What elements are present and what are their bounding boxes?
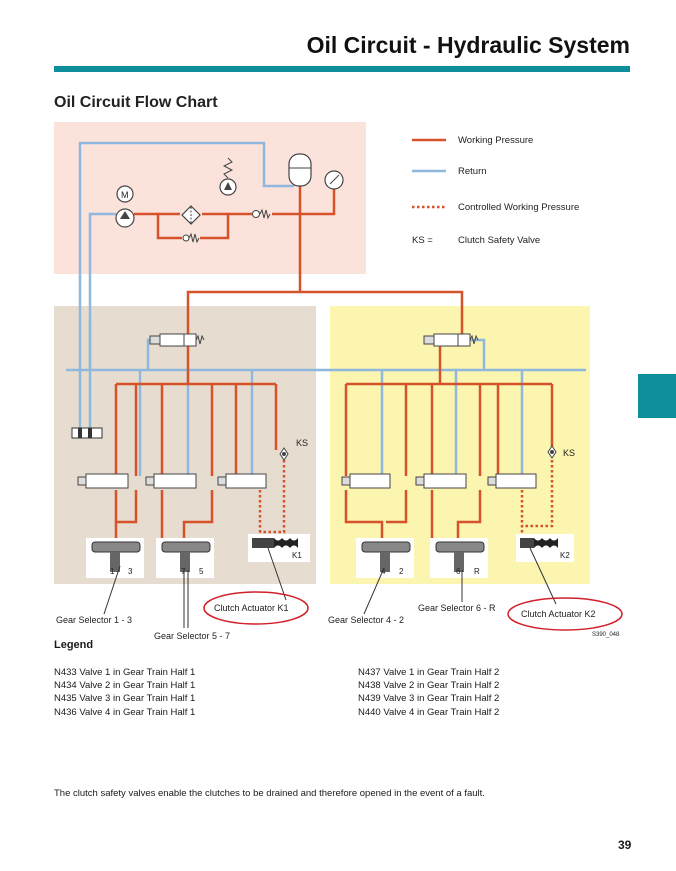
gear-valve-n433-icon xyxy=(77,473,129,489)
callout-gear-selector-6-r: Gear Selector 6 - R xyxy=(418,603,496,613)
legend-heading: Legend xyxy=(54,639,94,651)
pressure-relief-valve-icon xyxy=(219,157,237,196)
legend-item: N436 Valve 4 in Gear Train Half 1 xyxy=(54,706,196,718)
ks-label-2: KS xyxy=(563,448,575,458)
legend-left-column: N433 Valve 1 in Gear Train Half 1 N434 V… xyxy=(54,666,195,719)
clutch-actuator-k1-icon xyxy=(248,534,310,562)
pump-icon xyxy=(115,208,135,228)
highlight-circle-k1 xyxy=(203,591,309,625)
gear-actuator-5-7-icon xyxy=(156,538,214,578)
filter-icon xyxy=(181,205,201,225)
motor-label: M xyxy=(121,190,129,200)
key-symbols xyxy=(412,138,446,173)
legend-item: N439 Valve 3 in Gear Train Half 2 xyxy=(358,693,500,705)
pressure-valve-half-1-icon xyxy=(149,333,205,347)
callout-gear-selector-4-2: Gear Selector 4 - 2 xyxy=(328,615,404,625)
legend-item: N433 Valve 1 in Gear Train Half 1 xyxy=(54,667,196,678)
gear-3-label: 3 xyxy=(128,567,133,576)
legend-item: N435 Valve 3 in Gear Train Half 1 xyxy=(54,693,196,705)
callout-clutch-actuator-k2: Clutch Actuator K2 xyxy=(521,609,596,619)
highlight-circle-k2 xyxy=(507,597,623,631)
title-rule xyxy=(54,66,630,72)
page-title: Oil Circuit - Hydraulic System xyxy=(306,32,630,58)
key-ks-abbr: KS = xyxy=(412,235,433,246)
section-subtitle: Oil Circuit Flow Chart xyxy=(54,94,218,111)
pressure-valve-half-2-icon xyxy=(423,333,479,347)
figure-id: S390_048 xyxy=(592,632,620,638)
legend-item: N438 Valve 2 in Gear Train Half 2 xyxy=(358,680,500,692)
pressure-gauge-icon xyxy=(324,170,344,190)
clutch-safety-valve-1-icon xyxy=(279,447,289,461)
supply-panel xyxy=(54,122,366,274)
k1-label: K1 xyxy=(292,551,302,560)
working-pressure-lines xyxy=(114,186,554,540)
key-return: Return xyxy=(458,166,487,177)
gear-actuator-4-2-icon xyxy=(356,538,414,578)
legend-item: N434 Valve 2 in Gear Train Half 1 xyxy=(54,680,196,692)
gear-valve-n434-icon xyxy=(145,473,197,489)
gear-actuator-6-r-icon xyxy=(430,538,488,578)
callout-clutch-actuator-k1: Clutch Actuator K1 xyxy=(214,603,289,613)
gear-valve-n435-icon xyxy=(217,473,267,489)
motor-icon xyxy=(116,185,134,203)
legend-right-column: N437 Valve 1 in Gear Train Half 2 N438 V… xyxy=(358,666,499,719)
clutch-safety-valve-2-icon xyxy=(547,445,557,459)
page-number: 39 xyxy=(618,838,632,852)
callout-gear-selector-5-7: Gear Selector 5 - 7 xyxy=(154,631,230,641)
gear-actuator-1-3-icon xyxy=(86,538,144,578)
return-lines xyxy=(66,141,586,476)
gear-1-label: 1 xyxy=(110,567,115,576)
gear-4-label: 4 xyxy=(381,567,386,576)
legend-item: N437 Valve 1 in Gear Train Half 2 xyxy=(358,667,500,678)
gear-r-label: R xyxy=(474,567,480,576)
callout-leaders xyxy=(103,547,557,628)
callout-gear-selector-1-3: Gear Selector 1 - 3 xyxy=(56,615,132,625)
key-controlled-pressure: Controlled Working Pressure xyxy=(458,202,579,213)
k2-label: K2 xyxy=(560,551,570,560)
key-ks-meaning: Clutch Safety Valve xyxy=(458,235,540,246)
gear-valve-n439-icon xyxy=(487,473,537,489)
check-valve-icon xyxy=(252,208,271,220)
footnote: The clutch safety valves enable the clut… xyxy=(54,788,485,799)
filter-bypass-valve-icon xyxy=(182,232,200,244)
accumulator-icon xyxy=(288,153,312,187)
legend-item: N440 Valve 4 in Gear Train Half 2 xyxy=(358,706,500,718)
ks-label-1: KS xyxy=(296,438,308,448)
chapter-tab xyxy=(638,374,676,418)
gear-2-label: 2 xyxy=(399,567,404,576)
gear-5-label: 5 xyxy=(199,567,204,576)
gear-valve-n437-icon xyxy=(341,473,391,489)
gear-valve-n438-icon xyxy=(415,473,467,489)
sump-icon xyxy=(71,427,103,439)
key-working-pressure: Working Pressure xyxy=(458,135,533,146)
gear-6-label: 6 xyxy=(456,567,461,576)
clutch-actuator-k2-icon xyxy=(516,534,574,562)
